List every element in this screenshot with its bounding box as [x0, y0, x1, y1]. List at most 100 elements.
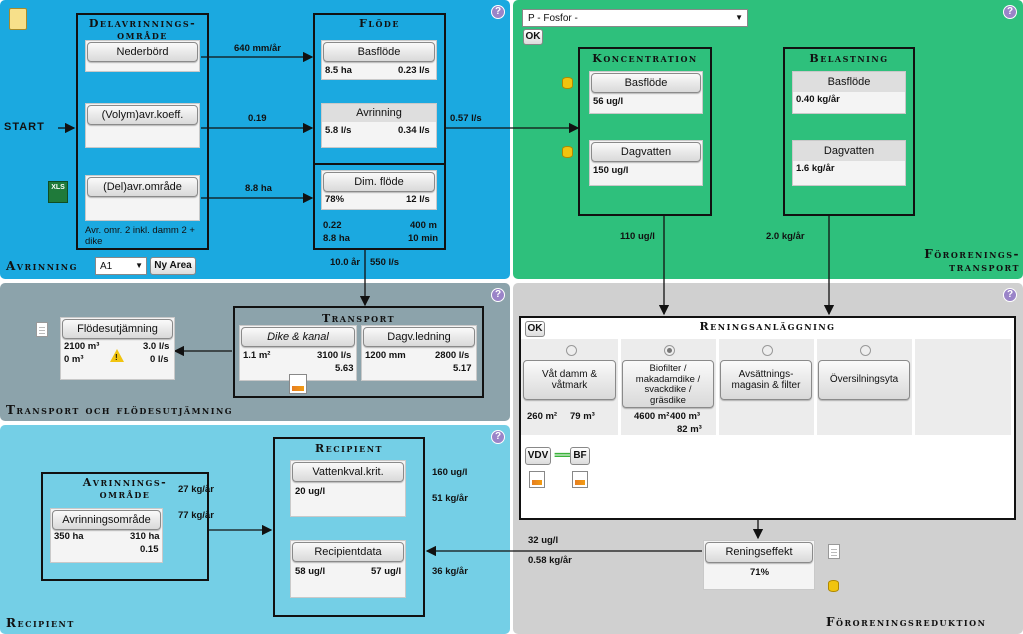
rening-arrow-bottom: 0.58 kg/år [528, 555, 572, 566]
avrinningsomrade-box-title: Avrinnings-område [82, 476, 168, 501]
avrinningsomrade-b: 310 ha [130, 531, 160, 542]
biofilter-button[interactable]: Biofilter / makadamdike / svackdike / gr… [622, 360, 714, 408]
radio-vat-damm[interactable] [566, 345, 577, 356]
reningseffekt-button[interactable]: Reningseffekt [705, 542, 813, 563]
flode-avrinning-b: 0.34 l/s [398, 125, 430, 136]
dagv-flow: 2800 l/s [435, 350, 470, 361]
dim-flode-button[interactable]: Dim. flöde [323, 172, 435, 192]
transport-help-icon[interactable]: ? [491, 288, 505, 302]
dim-flode-e: 8.8 ha [323, 233, 350, 244]
recipient-help-icon[interactable]: ? [491, 430, 505, 444]
delavr-button[interactable]: (Del)avr.område [87, 177, 198, 197]
flow-out-value: 0.57 l/s [450, 113, 482, 124]
fororening-help-icon[interactable]: ? [1003, 5, 1017, 19]
recipientdata-a: 58 ug/l [295, 566, 326, 577]
konc-basflode-button[interactable]: Basflöde [591, 73, 701, 93]
image-icon[interactable] [572, 471, 588, 488]
bel-dagvatten-value: 1.6 kg/år [796, 163, 835, 174]
avrkoeff-value: 0.19 [248, 113, 267, 124]
flode-box: Flöde [313, 13, 446, 250]
radio-avsattningsmagasin[interactable] [762, 345, 773, 356]
substance-select[interactable]: P - Fosfor - ▼ [522, 9, 748, 27]
database-icon[interactable] [562, 146, 573, 158]
document-icon[interactable] [828, 544, 840, 559]
bel-arrow-value: 2.0 kg/år [766, 231, 805, 242]
delavrinningsomrade-title: Delavrinnings-område [88, 17, 197, 42]
flodesutjamning-button[interactable]: Flödesutjämning [62, 319, 173, 339]
belastning-box: Belastning [783, 47, 915, 216]
notebook-icon[interactable] [9, 8, 27, 30]
rening-help-icon[interactable]: ? [1003, 288, 1017, 302]
dagv-value: 5.17 [453, 363, 472, 374]
avr-arrow-1: 27 kg/år [178, 484, 214, 495]
dagv-diameter: 1200 mm [365, 350, 406, 361]
biofilter-volume: 400 m³ [670, 411, 701, 422]
dike-value: 5.63 [335, 363, 354, 374]
avrinningsomrade-box: Avrinnings-område [41, 472, 209, 581]
database-icon[interactable] [828, 580, 839, 592]
dike-kanal-button[interactable]: Dike & kanal [241, 327, 355, 347]
rening-ok-button[interactable]: OK [525, 321, 545, 337]
xls-icon[interactable]: XLS [48, 181, 68, 203]
dim-flow-total: 550 l/s [370, 257, 400, 268]
reningsanlaggning-title: Reningsanläggning [699, 320, 836, 333]
rening-option-col-5 [915, 339, 1011, 435]
koncentration-title: Koncentration [592, 52, 698, 65]
vat-damm-button[interactable]: Våt damm & våtmark [523, 360, 616, 400]
recipient-box-title: Recipient [315, 442, 383, 455]
flode-basflode-button[interactable]: Basflöde [323, 42, 435, 62]
bel-basflode-value: 0.40 kg/år [796, 94, 840, 105]
vattenkval-button[interactable]: Vattenkval.krit. [292, 462, 404, 482]
image-icon[interactable] [289, 374, 307, 394]
recipient-right-2: 51 kg/år [432, 493, 468, 504]
konc-basflode-value: 56 ug/l [593, 96, 624, 107]
biofilter-volume-2: 82 m³ [677, 424, 702, 435]
recipient-right-3: 36 kg/år [432, 566, 468, 577]
avrinning-title: Avrinning [6, 259, 78, 273]
konc-dagvatten-button[interactable]: Dagvatten [591, 142, 701, 162]
substance-select-value: P - Fosfor - [528, 13, 578, 24]
nederbord-button[interactable]: Nederbörd [87, 42, 198, 62]
recipientdata-b: 57 ug/l [371, 566, 402, 577]
avrkoeff-button[interactable]: (Volym)avr.koeff. [87, 105, 198, 125]
bel-dagvatten-header: Dagvatten [793, 141, 905, 161]
radio-biofilter[interactable] [664, 345, 675, 356]
recipient-title: Recipient [6, 616, 75, 630]
substance-ok-button[interactable]: OK [523, 29, 543, 45]
avrinning-help-icon[interactable]: ? [491, 5, 505, 19]
ny-area-button[interactable]: Ny Area [150, 257, 196, 275]
warning-icon-mark: ! [115, 353, 118, 362]
vat-damm-volume: 79 m³ [570, 411, 595, 422]
reningseffekt-value: 71% [750, 567, 770, 578]
biofilter-area: 4600 m² [634, 411, 670, 422]
dim-flode-b: 12 l/s [406, 194, 430, 205]
flode-basflode-flow: 0.23 l/s [398, 65, 430, 76]
avrinningsomrade-c: 0.15 [140, 544, 159, 555]
avsattningsmagasin-button[interactable]: Avsättnings-magasin & filter [720, 360, 812, 400]
document-icon[interactable] [36, 322, 48, 337]
delavr-value: 8.8 ha [245, 183, 272, 194]
image-icon[interactable] [529, 471, 545, 488]
floj-volume: 2100 m³ [64, 341, 100, 352]
recipientdata-button[interactable]: Recipientdata [292, 542, 404, 562]
area-select[interactable]: A1 ▼ [95, 257, 147, 275]
fororening-panel [513, 0, 1023, 279]
flode-avrinning-a: 5.8 l/s [325, 125, 352, 136]
nederbord-value: 640 mm/år [234, 43, 282, 54]
vdv-button[interactable]: VDV [525, 447, 551, 465]
floj-flow: 3.0 l/s [143, 341, 170, 352]
oversilningsyta-button[interactable]: Översilningsyta [818, 360, 910, 400]
belastning-title: Belastning [809, 52, 889, 65]
avr-arrow-2: 77 kg/år [178, 510, 214, 521]
dagvledning-button[interactable]: Dagv.ledning [363, 327, 475, 347]
radio-oversilningsyta[interactable] [860, 345, 871, 356]
database-icon[interactable] [562, 77, 573, 89]
dim-return-period: 10.0 år [330, 257, 361, 268]
bf-button[interactable]: BF [570, 447, 590, 465]
flode-title: Flöde [359, 17, 400, 30]
chevron-down-icon: ▼ [135, 261, 143, 270]
fororening-title: Förorenings-transport [924, 247, 1020, 274]
avrinningsomrade-button[interactable]: Avrinningsområde [52, 510, 161, 530]
warning-icon [110, 349, 124, 362]
dim-flode-c: 0.22 [323, 220, 342, 231]
